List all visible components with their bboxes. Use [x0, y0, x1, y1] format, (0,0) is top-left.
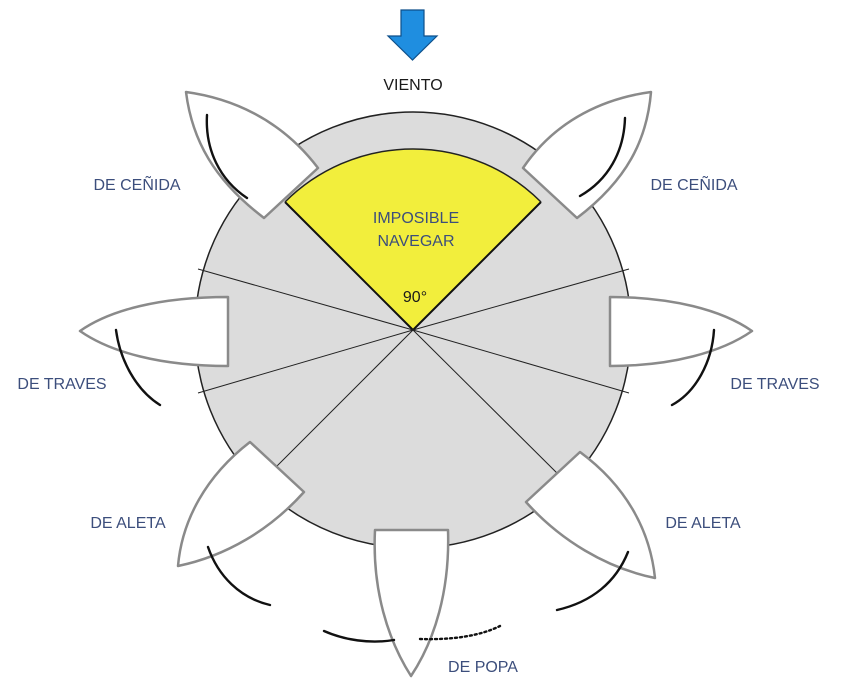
sail-beam-reach-left — [114, 328, 162, 407]
label-beam-reach-left: DE TRAVES — [17, 376, 106, 393]
sail-broad-reach-right — [555, 550, 630, 612]
wind-arrow-icon — [386, 9, 439, 61]
boat-broad-reach-left — [176, 440, 306, 568]
no-go-label-line2: NAVEGAR — [377, 233, 454, 250]
sail-close-hauled-left — [205, 113, 249, 200]
boat-close-hauled-right — [521, 90, 653, 220]
boat-running — [373, 528, 450, 678]
no-go-boundary-left — [284, 201, 414, 331]
label-broad-reach-left: DE ALETA — [90, 515, 166, 532]
sail-beam-reach-right — [670, 328, 716, 407]
boat-beam-reach-right — [608, 295, 754, 368]
no-go-zone — [285, 148, 541, 330]
label-running: DE POPA — [448, 659, 518, 676]
no-go-boundary-right — [412, 201, 542, 331]
sail-broad-reach-left — [206, 545, 272, 607]
label-broad-reach-right: DE ALETA — [665, 515, 741, 532]
boat-beam-reach-left — [78, 295, 230, 368]
boat-close-hauled-left — [184, 90, 320, 220]
no-go-angle-label: 90° — [403, 289, 427, 306]
sector-lines — [197, 268, 630, 484]
sail-running-dotted — [418, 624, 502, 641]
no-go-label-line1: IMPOSIBLE — [373, 210, 459, 227]
sail-running — [322, 629, 396, 643]
label-close-hauled-right: DE CEÑIDA — [650, 174, 737, 194]
label-beam-reach-right: DE TRAVES — [730, 376, 819, 393]
sail-close-hauled-right — [578, 116, 627, 198]
boat-broad-reach-right — [524, 450, 657, 580]
wind-label: VIENTO — [383, 77, 442, 94]
label-close-hauled-left: DE CEÑIDA — [93, 174, 180, 194]
